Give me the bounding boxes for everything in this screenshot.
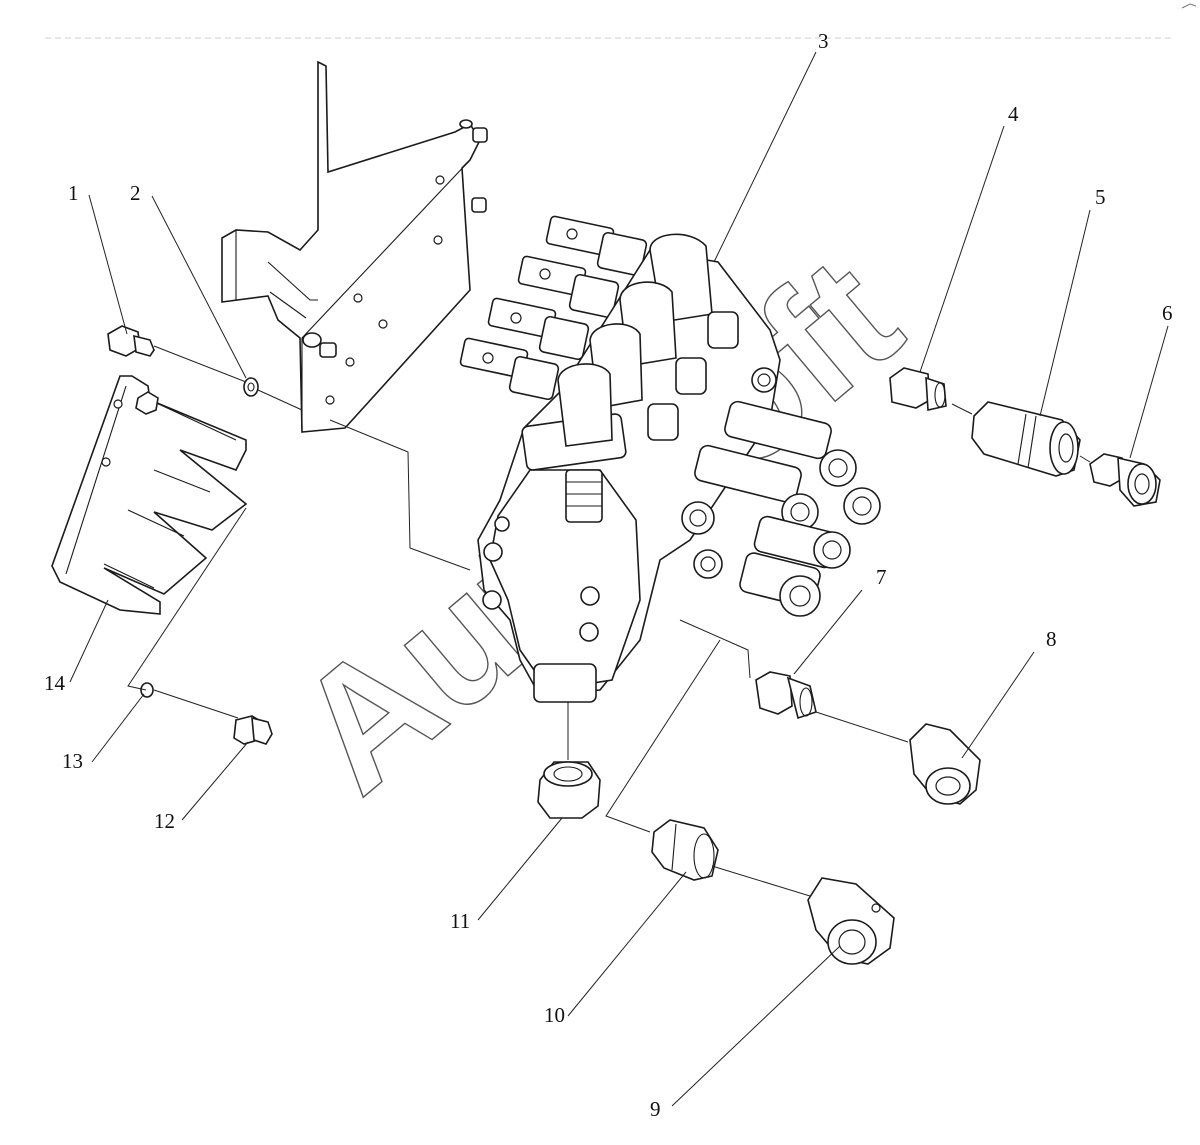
part-6-coupler-nipple bbox=[1089, 453, 1161, 507]
callout-1: 1 bbox=[68, 181, 79, 205]
callout-9: 9 bbox=[650, 1097, 661, 1121]
callout-14: 14 bbox=[44, 671, 66, 695]
callout-12: 12 bbox=[154, 809, 175, 833]
callout-6: 6 bbox=[1162, 301, 1173, 325]
part-3-control-valve bbox=[459, 215, 881, 703]
callout-8: 8 bbox=[1046, 627, 1057, 651]
callout-10: 10 bbox=[544, 1003, 565, 1027]
valve-spool-handles bbox=[459, 215, 648, 401]
part-11-plug bbox=[537, 761, 601, 819]
callout-13: 13 bbox=[62, 749, 83, 773]
callout-labels: 1 2 3 4 5 6 7 8 9 10 11 12 13 14 bbox=[44, 29, 1173, 1121]
part-5-coupler bbox=[971, 401, 1081, 477]
mounting-bracket bbox=[221, 60, 488, 433]
part-1-bolt bbox=[107, 325, 155, 357]
valve-side-ports bbox=[681, 367, 881, 617]
part-7-adapter bbox=[755, 671, 817, 720]
part-4-adapter bbox=[889, 367, 947, 411]
part-12-bolt bbox=[233, 715, 273, 745]
part-2-washer bbox=[243, 377, 259, 397]
part-14-guide-plate bbox=[51, 375, 248, 615]
part-13-washer bbox=[140, 682, 154, 698]
callout-4: 4 bbox=[1008, 102, 1019, 126]
part-9-elbow-fitting bbox=[807, 877, 895, 965]
callout-11: 11 bbox=[450, 909, 470, 933]
callout-2: 2 bbox=[130, 181, 141, 205]
leader-lines bbox=[69, 51, 1169, 1107]
part-8-elbow bbox=[909, 723, 981, 805]
part-10-adapter bbox=[651, 819, 719, 881]
callout-3: 3 bbox=[818, 29, 829, 53]
callout-5: 5 bbox=[1095, 185, 1106, 209]
callout-7: 7 bbox=[876, 565, 887, 589]
